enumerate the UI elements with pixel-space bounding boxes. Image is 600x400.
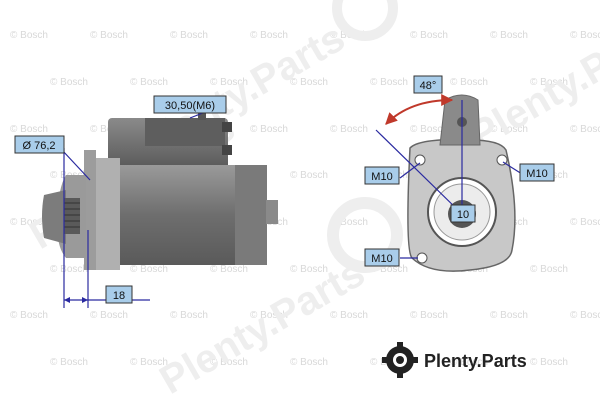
watermark-brand: © Bosch — [290, 264, 328, 275]
dimension-labels: 30,50(M6) Ø 76,2 18 48° M10 M10 M10 10 — [14, 75, 555, 304]
gear-camera-icon — [382, 342, 418, 378]
terminal-upper — [222, 122, 232, 132]
watermark-brand: © Bosch — [530, 357, 568, 368]
watermark-brand: © Bosch — [210, 357, 248, 368]
watermark-brand: © Bosch — [290, 170, 328, 181]
watermark-logo-mid — [327, 197, 403, 273]
watermark-brand: © Bosch — [570, 217, 600, 228]
watermark-brand: © Bosch — [570, 124, 600, 135]
watermark-brand: © Bosch — [10, 124, 48, 135]
watermark-brand: © Bosch — [570, 30, 600, 41]
watermark-brand: © Bosch — [50, 264, 88, 275]
bolt-hole-lower-left — [416, 252, 428, 264]
rear-bushing — [266, 200, 278, 224]
end-cap — [235, 165, 267, 265]
site-logo: Plenty.Parts — [382, 342, 527, 378]
drive-housing-front — [42, 190, 66, 244]
watermark-brand: © Bosch — [450, 357, 488, 368]
watermark-brand: © Bosch — [410, 310, 448, 321]
offset-label-box — [105, 285, 133, 304]
watermark-brand: © Bosch — [410, 124, 448, 135]
teeth-label-box — [450, 204, 476, 223]
watermark-site-large-bottom: Plenty.Parts — [153, 251, 373, 400]
bolt-label-lower-left: M10 — [371, 253, 392, 265]
bolt-label-ul-box — [364, 166, 400, 185]
watermark-brand: © Bosch — [130, 77, 168, 88]
watermark-brand: © Bosch — [370, 264, 408, 275]
angle-arc — [385, 94, 454, 125]
front-dimensions — [375, 100, 523, 259]
bolt-leader-ur — [502, 161, 523, 175]
bolt-label-ll-box — [364, 248, 400, 267]
side-view — [42, 106, 278, 270]
watermark-brand: © Bosch — [170, 30, 208, 41]
diameter-label-box — [14, 135, 65, 154]
watermark-brand: © Bosch — [250, 124, 288, 135]
watermark-brand: © Bosch — [10, 30, 48, 41]
watermark-brand: © Bosch — [250, 30, 288, 41]
diameter-label: Ø 76,2 — [22, 140, 55, 152]
watermark-brand: © Bosch — [170, 310, 208, 321]
watermark-brand: © Bosch — [370, 77, 408, 88]
thread-label: 30,50(M6) — [165, 100, 215, 112]
watermark-brand: © Bosch — [490, 30, 528, 41]
angle-label: 48° — [420, 80, 437, 92]
watermark-brand: © Bosch — [450, 77, 488, 88]
watermark-brand: © Bosch — [290, 357, 328, 368]
watermark-brand: © Bosch — [90, 30, 128, 41]
bolt-leader-ul — [399, 162, 421, 179]
bolt-label-upper-left: M10 — [371, 171, 392, 183]
pinion-gear — [64, 198, 80, 234]
watermark-brand: © Bosch — [130, 264, 168, 275]
teeth-label: 10 — [457, 209, 469, 221]
angle-label-box — [413, 75, 443, 94]
watermark-brand: © Bosch — [330, 217, 368, 228]
flange-edge — [84, 150, 96, 270]
logo-text: Plenty.Parts — [424, 351, 527, 371]
watermark-brand: © Bosch — [490, 310, 528, 321]
bolt-hole-upper-left — [414, 154, 426, 166]
watermark-brand: © Bosch — [530, 77, 568, 88]
watermark-brand: © Bosch — [10, 310, 48, 321]
watermark-brand: © Bosch — [330, 124, 368, 135]
watermark-brand: © Bosch — [290, 77, 328, 88]
watermark-brand: © Bosch — [10, 217, 48, 228]
solenoid-cap — [145, 118, 225, 146]
watermark-brand: © Bosch — [90, 310, 128, 321]
thread-label-box — [153, 95, 227, 114]
watermark-brand: © Bosch — [570, 310, 600, 321]
watermark-brand: © Bosch — [210, 77, 248, 88]
terminal-lower — [222, 145, 232, 155]
angle-axis-line — [375, 129, 463, 215]
watermark-brand: © Bosch — [130, 357, 168, 368]
watermark-brand: © Bosch — [250, 310, 288, 321]
offset-label: 18 — [113, 290, 125, 302]
watermark-brand: © Bosch — [330, 310, 368, 321]
watermark-brand: © Bosch — [530, 264, 568, 275]
watermark-logo-top — [332, 0, 398, 41]
bolt-label-upper-right: M10 — [526, 168, 547, 180]
diameter-leader — [61, 149, 91, 181]
watermark-brand: © Bosch — [490, 124, 528, 135]
watermark-brand: © Bosch — [50, 357, 88, 368]
watermark-brand: © Bosch — [410, 30, 448, 41]
bolt-label-ur-box — [519, 163, 555, 182]
watermark-brand: © Bosch — [210, 264, 248, 275]
watermark-brand: © Bosch — [50, 77, 88, 88]
